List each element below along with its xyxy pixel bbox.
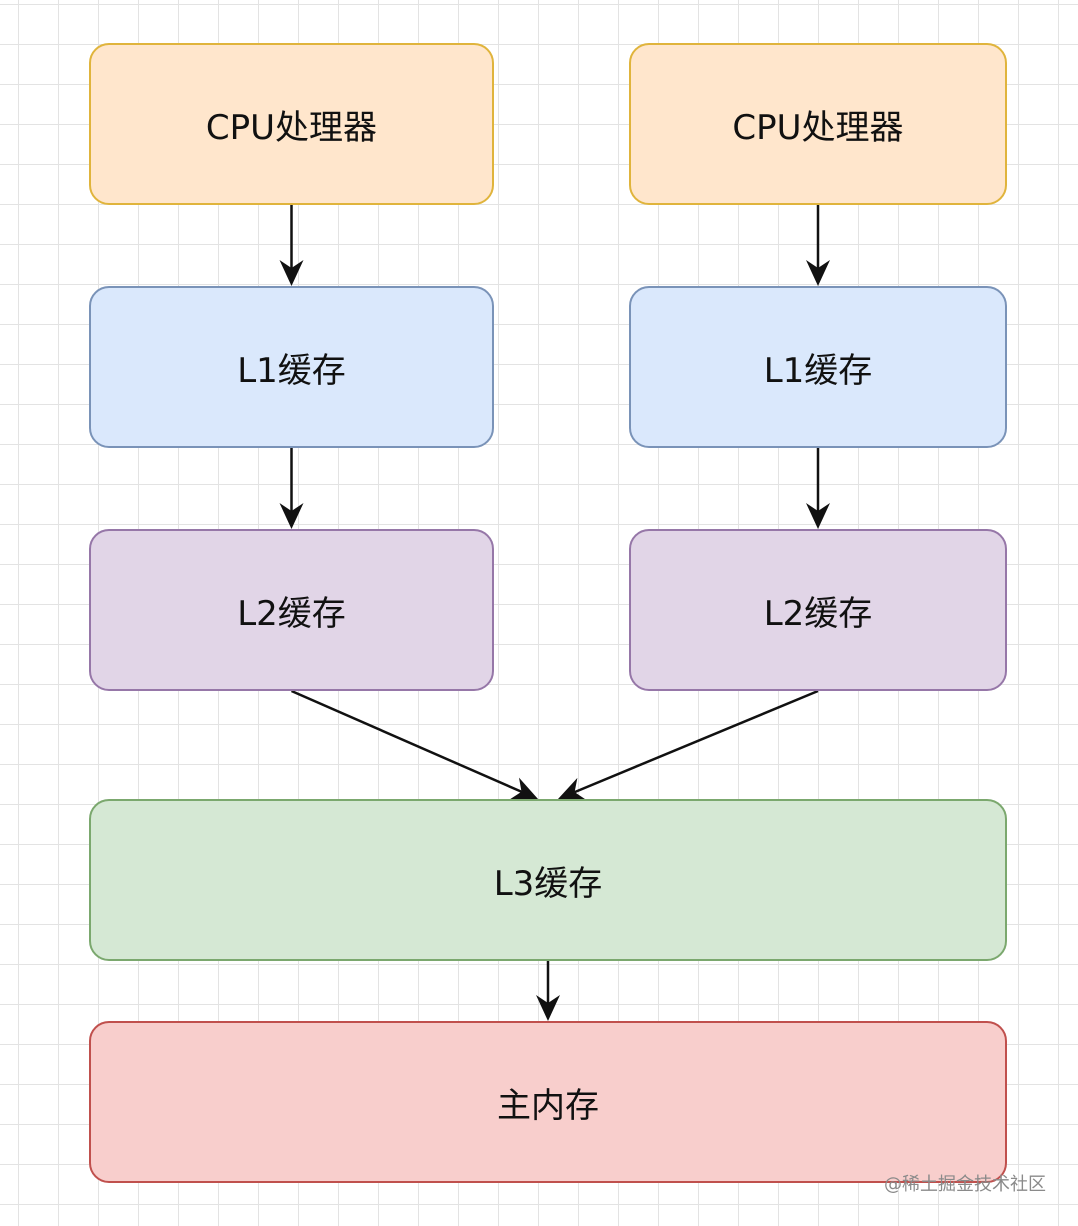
arrow-l1-left-to-l2-left <box>279 448 304 529</box>
l2-cache-left-label: L2缓存 <box>237 593 346 634</box>
l3-cache-label: L3缓存 <box>493 863 603 904</box>
arrow-l3-to-memory <box>536 961 560 1021</box>
arrow-l2-right-to-l3 <box>558 689 819 801</box>
l2-cache-right-label: L2缓存 <box>763 593 873 634</box>
cpu-processor-right-box: CPU处理器 <box>629 43 1007 205</box>
cpu-processor-left-box: CPU处理器 <box>89 43 494 205</box>
arrow-cpu-left-to-l1-left <box>279 205 304 286</box>
l1-cache-left-box: L1缓存 <box>89 286 494 448</box>
l2-cache-right-box: L2缓存 <box>629 529 1007 691</box>
cpu-processor-right-label: CPU处理器 <box>732 107 904 148</box>
l2-cache-left-box: L2缓存 <box>89 529 494 691</box>
l3-cache-box: L3缓存 <box>89 799 1007 961</box>
watermark-text: @稀土掘金技术社区 <box>884 1174 1046 1195</box>
arrow-l2-left-to-l3 <box>290 689 538 800</box>
cpu-processor-left-label: CPU处理器 <box>205 107 378 148</box>
l1-cache-left-label: L1缓存 <box>237 350 346 391</box>
l1-cache-right-box: L1缓存 <box>629 286 1007 448</box>
arrow-cpu-right-to-l1-right <box>806 205 830 286</box>
main-memory-box: 主内存 <box>89 1021 1007 1183</box>
arrow-l1-right-to-l2-right <box>806 448 830 529</box>
l1-cache-right-label: L1缓存 <box>763 350 873 391</box>
main-memory-label: 主内存 <box>497 1085 599 1126</box>
